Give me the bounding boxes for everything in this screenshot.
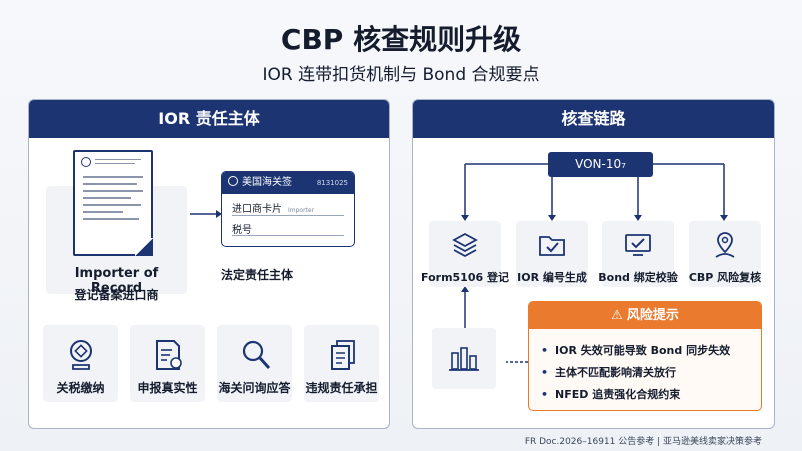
layers-cube-icon bbox=[452, 232, 478, 258]
bond-check-step-card bbox=[602, 221, 674, 287]
folder-check-icon bbox=[539, 236, 565, 256]
ior-responsibility-panel: IOR 责任主体 Importer of Record 登记备案进口商 美国海关… bbox=[28, 99, 390, 429]
magnifier-icon bbox=[242, 340, 271, 370]
hub-node: VON-10₇ bbox=[548, 152, 653, 177]
customs-inquiry-label: 海关问询应答 bbox=[218, 381, 291, 395]
ior-number-step-card bbox=[516, 221, 588, 287]
risk-item: •主体不匹配影响清关放行 bbox=[541, 366, 677, 379]
location-person-icon bbox=[715, 232, 735, 258]
violation-liability-label: 违规责任承担 bbox=[305, 381, 378, 395]
declaration-truth-label: 申报真实性 bbox=[137, 381, 198, 395]
risk-item: •IOR 失效可能导致 Bond 同步失效 bbox=[541, 344, 731, 357]
declaration-truth-card: 申报真实性 bbox=[130, 325, 205, 402]
stacked-documents-icon bbox=[331, 340, 355, 370]
document-stamp-icon bbox=[156, 340, 182, 370]
id-card-header: 美国海关签 bbox=[242, 177, 292, 188]
duty-payment-label: 关税缴纳 bbox=[56, 381, 105, 395]
id-card-row1-fine: Importer bbox=[288, 207, 315, 214]
cbp-review-step-label: CBP 风险复核 bbox=[688, 271, 762, 284]
footer-source-note: FR Doc.2026–16911 公告参考 | 亚马逊美线卖家决策参考 bbox=[524, 437, 762, 447]
risk-item: •NFED 追责强化合规约束 bbox=[541, 388, 681, 401]
cbp-review-step-card bbox=[689, 221, 761, 287]
loop-back-card bbox=[432, 328, 496, 389]
monitor-check-icon bbox=[625, 234, 651, 256]
arrow-right-icon bbox=[190, 210, 222, 218]
building-chart-icon bbox=[449, 347, 479, 371]
ior-number-step-label: IOR 编号生成 bbox=[517, 271, 587, 284]
bond-check-step-label: Bond 绑定校验 bbox=[598, 271, 678, 284]
importer-of-record-label: Importer of Record bbox=[74, 266, 159, 296]
id-card-number: 8131025 bbox=[316, 179, 348, 187]
violation-liability-card: 违规责任承担 bbox=[304, 325, 379, 402]
page-title: CBP 核查规则升级 bbox=[280, 23, 522, 56]
ior-panel-header: IOR 责任主体 bbox=[29, 100, 389, 138]
customs-seal-icon bbox=[228, 176, 238, 186]
id-card-row1: 进口商卡片 bbox=[232, 204, 282, 215]
risk-warning-title: 风险提示 bbox=[626, 308, 679, 323]
verification-chain-panel: 核查链路 VON-10₇ Form5106 登记 IOR 编号生成 bbox=[412, 99, 775, 429]
customs-inquiry-card: 海关问询应答 bbox=[217, 325, 292, 402]
id-card-row2: 税号 bbox=[232, 225, 252, 236]
warning-triangle-icon: ⚠ bbox=[611, 308, 623, 323]
coin-badge-icon bbox=[70, 340, 92, 370]
form5106-step-label: Form5106 登记 bbox=[421, 271, 509, 284]
customs-id-card: 美国海关签 8131025 进口商卡片 Importer 税号 bbox=[221, 171, 355, 247]
registered-importer-label: 登记备案进口商 bbox=[74, 288, 159, 302]
page-subtitle: IOR 连带扣货机制与 Bond 合规要点 bbox=[262, 65, 540, 85]
duty-payment-card: 关税缴纳 bbox=[43, 325, 118, 402]
form5106-step-card bbox=[429, 221, 501, 287]
risk-warning-box: ⚠风险提示 •IOR 失效可能导致 Bond 同步失效 •主体不匹配影响清关放行… bbox=[528, 301, 762, 411]
chain-panel-header: 核查链路 bbox=[413, 100, 774, 138]
importer-document-icon bbox=[73, 150, 153, 256]
legal-responsibility-label: 法定责任主体 bbox=[221, 268, 294, 282]
